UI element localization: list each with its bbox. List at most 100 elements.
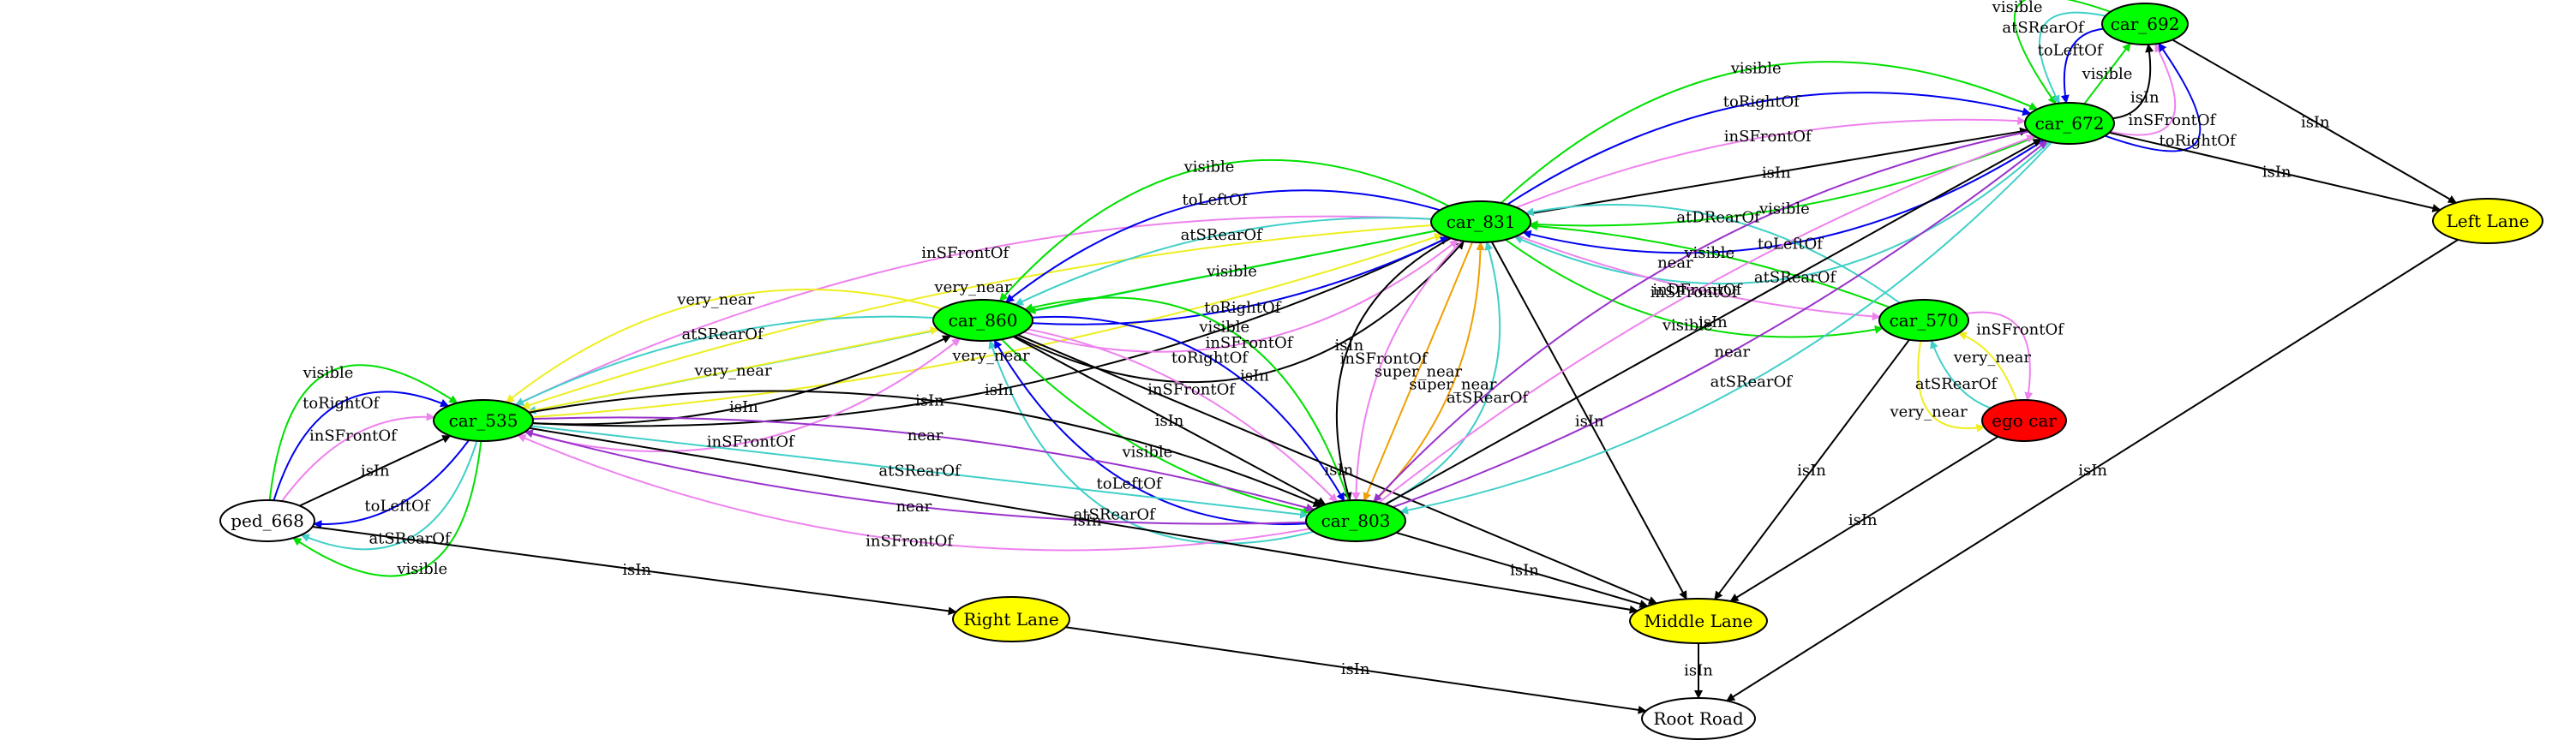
edge-labels-layer: visibleatSRearOftoLeftOfvisibleisIninSFr… [303, 0, 2330, 680]
edge-label: toRightOf [1204, 299, 1281, 317]
edge-label: isIn [1341, 660, 1370, 678]
edge-car_831-car_672-inSFrontOf [1516, 116, 2027, 209]
edge-label: very_near [1890, 403, 1968, 421]
edge-car_803-car_672-inSFrontOf [1378, 134, 2036, 504]
edge-label: toRightOf [1171, 349, 1249, 367]
edge-car_570-ego_car-very_near [1917, 340, 1986, 433]
edge-label: atDRearOf [1676, 208, 1761, 226]
edge-car_803-car_860-visible [1024, 296, 1350, 501]
node-car-692: car_692 [2101, 3, 2189, 45]
edge-car_570-ego_car-inSFrontOf [1966, 311, 2034, 402]
edge-label: isIn [1240, 367, 1269, 385]
edge-label: visible [1121, 443, 1172, 461]
node-shape [219, 499, 315, 542]
node-car-831: car_831 [1430, 200, 1531, 243]
edge-label: toLeftOf [1097, 475, 1163, 493]
edge-ped_668-car_535-isIn [299, 434, 452, 507]
edge-car_803-car_672-near [1393, 140, 2048, 509]
node-shape [1629, 598, 1768, 644]
edge-label: isIn [2262, 164, 2291, 182]
node-car-860: car_860 [932, 299, 1033, 342]
edge-label: isIn [2078, 462, 2107, 480]
node-label: car_535 [449, 410, 518, 431]
edge-car_860-car_803-visible [1001, 338, 1312, 515]
edge-label: isIn [622, 561, 651, 579]
edge-label: isIn [1698, 313, 1728, 331]
edge-label: inSFrontOf [1724, 128, 1812, 146]
edge-car_831-middle_lane-isIn [1490, 241, 1687, 600]
edge-label: isIn [1510, 562, 1539, 580]
edge-car_535-ped_668-atSRearOf [300, 440, 478, 551]
edge-car_860-car_803-toRightOf [1032, 315, 1345, 502]
edge-car_672-car_692-visible [2083, 42, 2131, 104]
edge-car_535-car_803-near [532, 416, 1315, 512]
node-shape [2024, 102, 2115, 145]
node-shape [1430, 200, 1531, 243]
edge-ego_car-middle_lane-isIn [1729, 435, 1999, 602]
edge-left_lane-root_road-isIn [1726, 239, 2459, 702]
node-shape [1981, 399, 2067, 442]
edge-label: isIn [1575, 413, 1604, 431]
edge-label: inSFrontOf [707, 433, 795, 451]
edge-car_803-middle_lane-isIn [1396, 531, 1649, 608]
edge-label: isIn [1073, 511, 1102, 529]
edge-label: visible [1662, 317, 1713, 335]
node-shape [433, 399, 534, 442]
edge-ego_car-car_570-very_near [1957, 331, 2018, 401]
edge-label: toRightOf [2160, 132, 2237, 150]
node-label: Middle Lane [1644, 611, 1753, 631]
edge-car_803-car_860-atSRearOf [988, 339, 1315, 545]
edge-car_803-car_672-isIn [1385, 138, 2042, 505]
node-label: Left Lane [2447, 211, 2530, 231]
edge-car_831-car_535-very_near [521, 224, 1432, 409]
edge-label: super_near [1375, 363, 1463, 381]
edge-car_860-car_803-isIn [1012, 336, 1327, 505]
edge-car_570-car_831-visible [1529, 222, 1890, 308]
edge-car_535-car_803-atSRearOf [530, 425, 1309, 519]
node-label: car_831 [1447, 212, 1516, 232]
edge-ego_car-car_570-atSRearOf [1930, 339, 1992, 409]
edge-car_831-car_860-visible [1027, 230, 1436, 314]
edge-car_692-car_672-visible [2013, 0, 2112, 105]
node-label: ego car [1992, 410, 2057, 431]
edge-label: atSRearOf [1074, 506, 1157, 524]
node-label: car_692 [2111, 14, 2180, 34]
node-shape [932, 299, 1033, 342]
edge-car_831-car_860-atSRearOf [1014, 217, 1432, 306]
edge-label: atSRearOf [878, 463, 962, 480]
edge-car_535-car_860-isIn [532, 335, 952, 426]
edge-car_860-car_831-isIn [1014, 240, 1465, 384]
edge-label: near [1657, 254, 1693, 272]
edge-label: isIn [1797, 462, 1826, 480]
edge-label: isIn [1762, 164, 1791, 182]
edge-label: inSFrontOf [1206, 334, 1294, 352]
node-label: car_803 [1321, 510, 1391, 531]
edge-ped_668-car_535-visible [268, 364, 458, 501]
node-car-570: car_570 [1878, 299, 1969, 342]
node-car-535: car_535 [433, 399, 534, 442]
edge-car_803-car_535-inSFrontOf [517, 434, 1310, 552]
edge-label: inSFrontOf [1147, 381, 1236, 399]
node-right-lane: Right Lane [952, 596, 1070, 642]
edge-car_831-car_860-toLeftOf [1005, 189, 1441, 303]
edge-label: atSRearOf [2002, 19, 2085, 37]
edge-car_692-car_672-atSRearOf [2039, 11, 2106, 104]
edge-label: isIn [1325, 462, 1354, 480]
edge-label: very_near [1953, 349, 2032, 367]
node-label: Root Road [1653, 708, 1744, 729]
node-shape [1305, 499, 1406, 542]
edge-label: inDFrontOf [1652, 281, 1742, 299]
edge-label: isIn [2301, 113, 2330, 131]
edge-label: atSRearOf [1181, 226, 1264, 244]
edge-car_672-car_803-near [1373, 130, 2029, 503]
edge-label: inSFrontOf [2128, 111, 2216, 129]
edge-car_570-middle_lane-isIn [1714, 339, 1910, 600]
edge-label: inSFrontOf [921, 244, 1009, 262]
edge-label: inSFrontOf [866, 533, 954, 551]
edge-car_672-car_692-toRightOf [2104, 42, 2202, 152]
edge-ped_668-car_535-inSFrontOf [281, 412, 435, 502]
edge-car_535-middle_lane-isIn [529, 427, 1638, 614]
edge-label: near [908, 427, 944, 445]
edge-car_803-car_535-near [524, 429, 1307, 525]
